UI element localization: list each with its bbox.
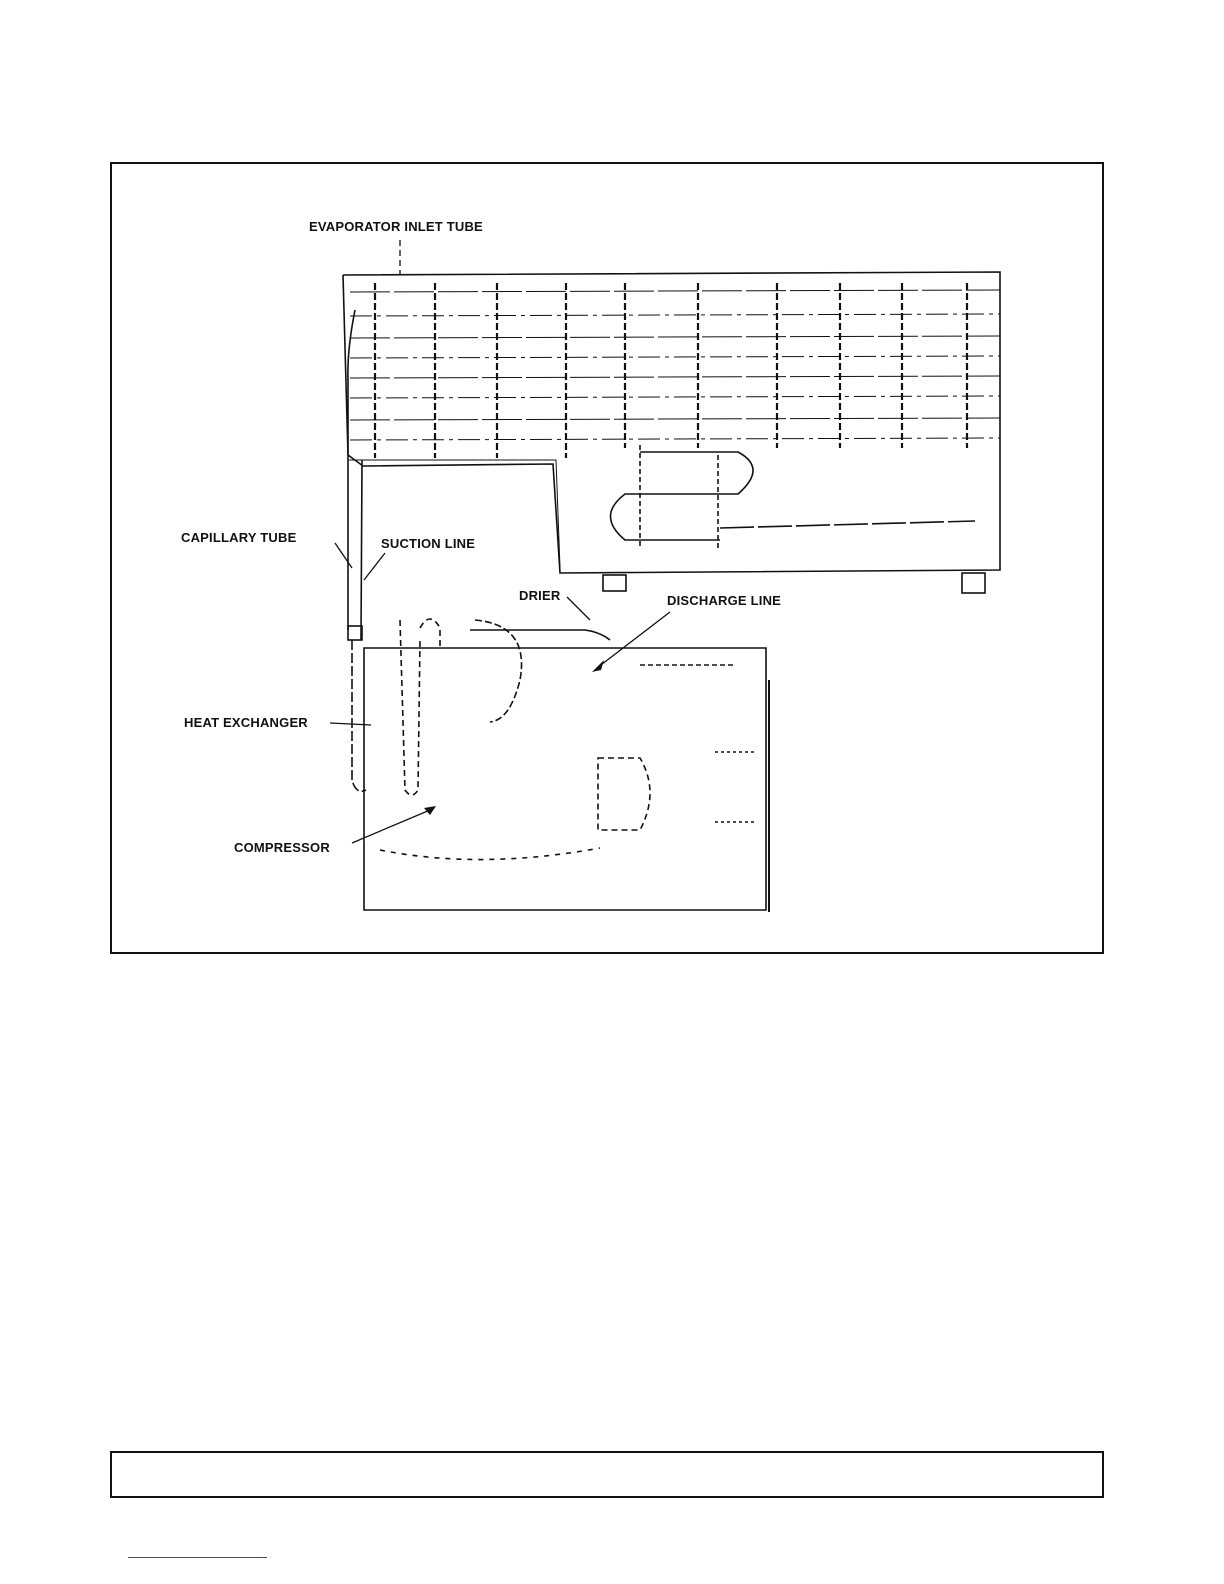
compressor-base-rim <box>380 848 600 860</box>
coil-tail <box>720 521 975 528</box>
leader-drier <box>567 597 590 620</box>
leader-capillary-tube <box>335 543 352 568</box>
leader-suction-line <box>364 553 385 580</box>
label-capillary-tube: CAPILLARY TUBE <box>181 530 296 545</box>
label-drier: DRIER <box>519 588 560 603</box>
coil-loop-upper <box>640 452 753 494</box>
label-discharge-line: DISCHARGE LINE <box>667 593 781 608</box>
evaporator-coil-tube <box>350 290 1000 292</box>
evaporator-housing-inner <box>349 460 560 568</box>
suction-line-pipe <box>361 460 362 640</box>
label-compressor: COMPRESSOR <box>234 840 330 855</box>
discharge-loop <box>475 620 522 722</box>
compressor-housing <box>364 648 766 910</box>
label-heat-exchanger: HEAT EXCHANGER <box>184 715 308 730</box>
compressor-tube-left <box>400 620 420 795</box>
label-suction-line: SUCTION LINE <box>381 536 475 551</box>
evaporator-foot-left <box>603 575 626 591</box>
leader-heat-exchanger <box>330 723 371 725</box>
footer-box <box>110 1451 1104 1498</box>
compressor-tube-mid <box>420 619 440 650</box>
heat-exchanger-fitting <box>348 626 362 640</box>
compressor-motor-outline <box>598 758 650 830</box>
arrowhead-compressor <box>424 806 436 815</box>
arrowhead-discharge <box>592 660 604 672</box>
coil-loop-lower <box>611 494 721 540</box>
label-evaporator-inlet-tube: EVAPORATOR INLET TUBE <box>309 219 483 234</box>
evaporator-foot-right <box>962 573 985 593</box>
footer-link-underline <box>128 1557 267 1558</box>
drier-pipe <box>470 630 610 640</box>
leader-discharge-line <box>597 612 670 668</box>
